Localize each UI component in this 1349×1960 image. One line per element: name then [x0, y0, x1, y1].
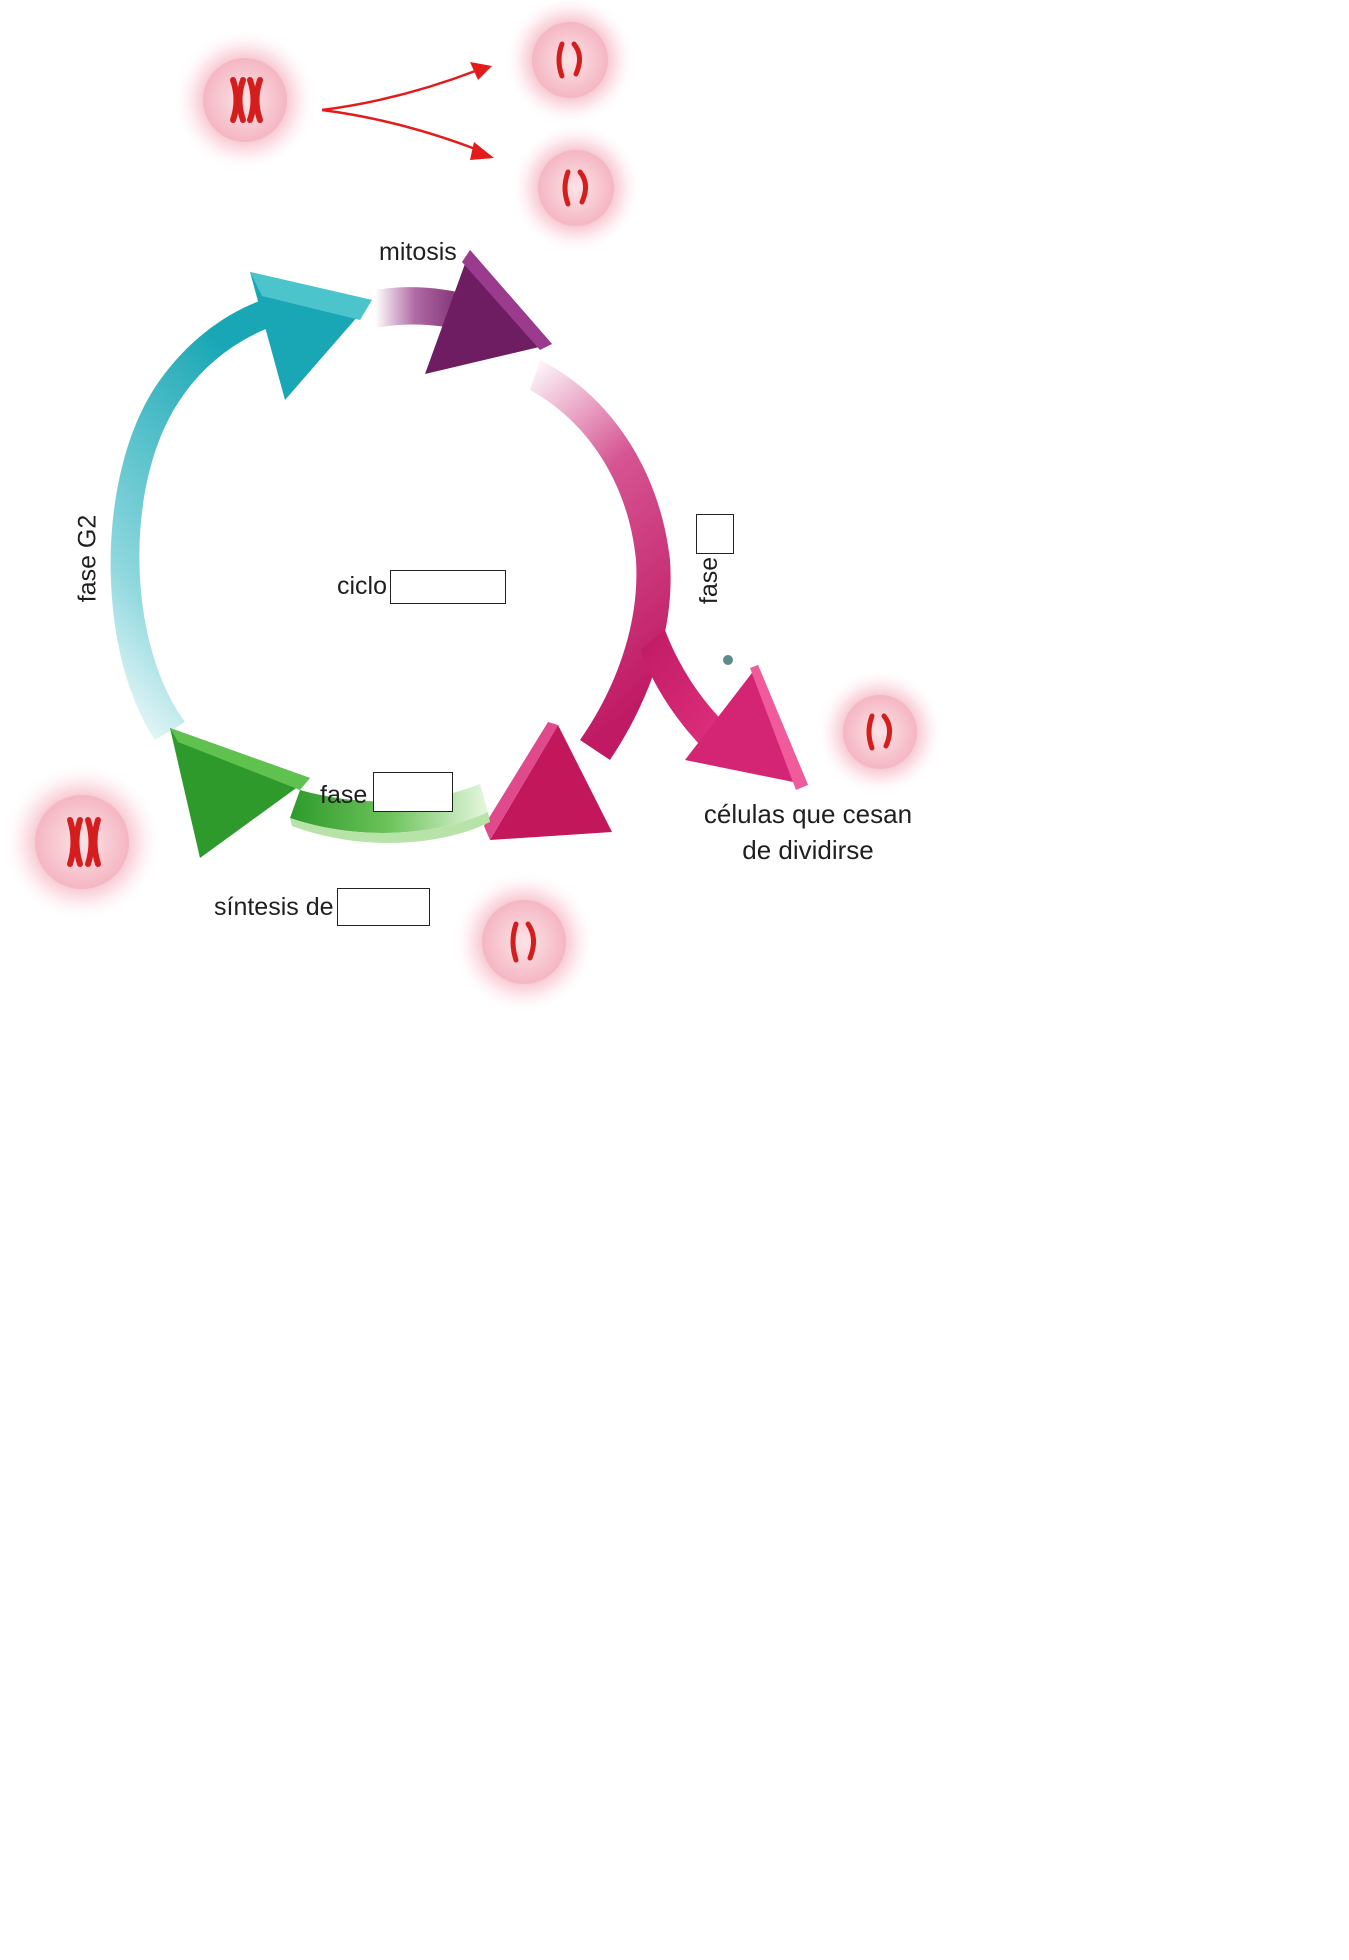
- stop-caption-line2: de dividirse: [742, 835, 874, 865]
- duplicated-chromosome-icon: [67, 817, 101, 867]
- cell-left-g2: [2, 762, 162, 922]
- stop-caption-line1: células que cesan: [703, 799, 913, 829]
- mitosis-label: mitosis: [379, 238, 457, 266]
- chromosome-icon: [562, 169, 588, 207]
- synthesis-label: síntesis de: [214, 893, 334, 921]
- chromosome-icon: [510, 921, 536, 963]
- duplicated-chromosome-icon: [230, 77, 263, 123]
- division-arrowhead-down: [470, 142, 494, 160]
- speck-mark: [723, 655, 733, 665]
- cell-bottom-g1: [452, 870, 596, 1014]
- g1-phase-arrow: [484, 360, 671, 840]
- right-phase-label: fase: [695, 556, 724, 605]
- chromosome-icon: [556, 41, 582, 79]
- bottom-phase-blank[interactable]: [373, 772, 453, 812]
- mother-cell-top: [173, 28, 317, 172]
- division-arrowhead-up: [470, 62, 492, 80]
- g2-phase-label: fase G2: [73, 514, 102, 603]
- bottom-phase-label: fase: [320, 781, 368, 809]
- mitosis-arrow: [375, 250, 552, 374]
- stop-dividing-caption: células que cesan de dividirse: [678, 796, 938, 868]
- daughter-cell-top: [504, 0, 636, 126]
- exit-g0-arrow: [640, 630, 808, 790]
- g2-phase-arrow: [110, 272, 372, 740]
- cycle-blank[interactable]: [390, 570, 506, 604]
- daughter-cell-bottom: [510, 122, 642, 254]
- right-phase-blank[interactable]: [696, 514, 734, 554]
- cell-right-g0: [816, 668, 944, 796]
- cycle-label: ciclo: [337, 572, 388, 600]
- chromosome-icon: [866, 713, 892, 751]
- synthesis-blank[interactable]: [337, 888, 430, 926]
- division-arrows: [321, 68, 479, 152]
